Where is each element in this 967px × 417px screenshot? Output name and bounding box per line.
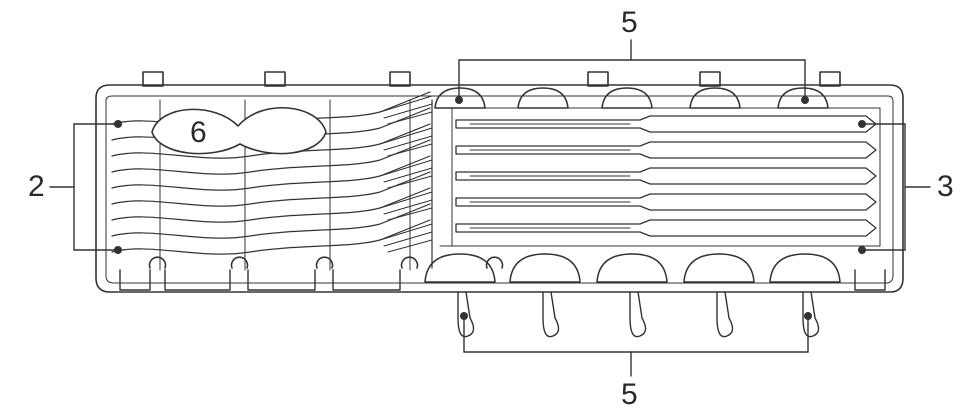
callout-3-dot-top	[858, 120, 866, 128]
callout-label-3: 3	[937, 170, 954, 203]
callout-label-2: 2	[28, 170, 45, 203]
tray-inner-rim	[105, 95, 894, 284]
callout-label-5-top: 5	[621, 6, 638, 39]
callout-2-dot-bottom	[114, 246, 122, 254]
callout-label-6: 6	[190, 116, 207, 149]
callout-label-5-bottom: 5	[621, 378, 638, 411]
callout-3-leader	[861, 123, 931, 251]
knife-section	[455, 115, 877, 237]
callout-2-leader	[49, 123, 119, 251]
serving-utensil-shape	[151, 107, 327, 155]
callout-5-top-leader	[458, 39, 806, 99]
spoon-holders-top	[434, 87, 829, 109]
callout-2-dot-top	[114, 120, 122, 128]
spoon-holders-bottom	[424, 253, 841, 283]
knife-section-frame	[439, 107, 881, 247]
callout-5-top-dot-right	[801, 96, 809, 104]
tray-outline	[95, 84, 904, 293]
callout-5-top-dot-left	[455, 96, 463, 104]
fork-section	[111, 91, 431, 255]
callout-5-bottom-dot-left	[460, 312, 468, 320]
callout-5-bottom-dot-right	[804, 312, 812, 320]
fork-tines	[379, 95, 433, 253]
spoon-handles	[457, 291, 820, 338]
callout-5-bottom-leader	[463, 317, 809, 377]
tray-top-tabs	[142, 71, 841, 87]
tray-bottom-feet	[119, 269, 886, 291]
callout-3-dot-bottom	[858, 246, 866, 254]
knife-handle-lines	[469, 123, 631, 229]
tray-bottom-hooks	[148, 256, 504, 269]
